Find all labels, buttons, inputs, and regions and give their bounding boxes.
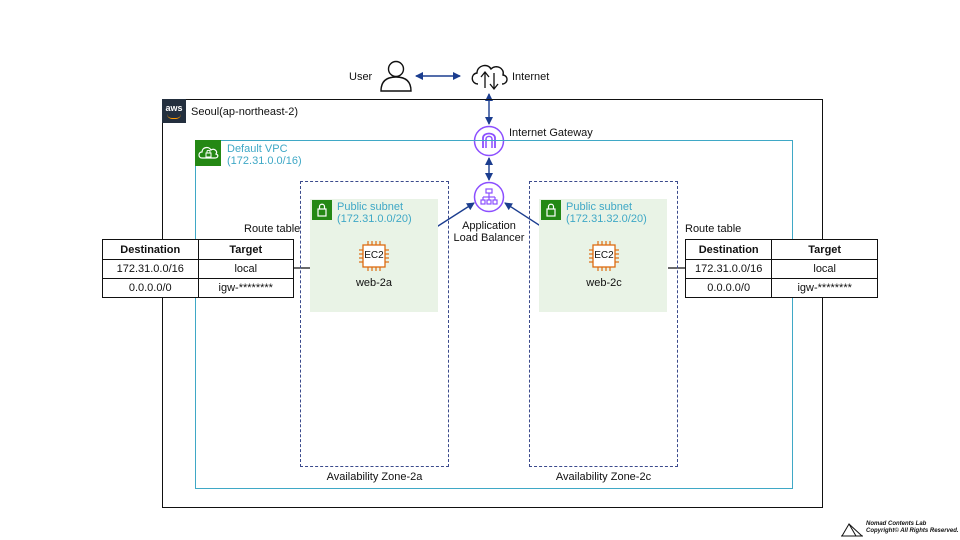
footer-line1: Nomad Contents Lab — [866, 521, 927, 527]
vpc-icon — [195, 140, 221, 166]
route-table-right: Destination Target 172.31.0.0/16 local 0… — [684, 239, 878, 298]
vpc-boundary — [195, 140, 793, 489]
column-header-destination: Destination — [684, 239, 773, 260]
table-row: 172.31.0.0/16 local — [684, 259, 878, 279]
route-destination: 172.31.0.0/16 — [102, 259, 199, 279]
availability-zone-label: Availability Zone-2c — [555, 471, 652, 483]
ec2-chip-icon — [589, 241, 619, 271]
subnet-lock-icon — [541, 200, 561, 220]
column-header-destination: Destination — [102, 239, 199, 260]
ec2-chip-icon — [359, 241, 389, 271]
load-balancer-label-line2: Load Balancer — [453, 232, 525, 244]
footer-credit: Nomad Contents Lab Copyright© All Rights… — [866, 521, 959, 535]
region-boundary — [162, 99, 823, 508]
ec2-label: EC2 — [364, 250, 384, 261]
instance-label-web-2a: web-2a — [355, 277, 393, 289]
table-row: 172.31.0.0/16 local — [102, 259, 294, 279]
footer-line2: Copyright© All Rights Reserved. — [866, 528, 959, 534]
region-label: Seoul(ap-northeast-2) — [191, 106, 299, 118]
route-target: igw-******** — [771, 278, 878, 298]
availability-zone-label: Availability Zone-2a — [326, 471, 423, 483]
subnet-lock-icon — [312, 200, 332, 220]
route-target: local — [197, 259, 294, 279]
load-balancer-icon — [473, 181, 505, 213]
availability-zone-2a — [300, 181, 449, 467]
user-icon — [380, 60, 412, 92]
vpc-cidr: (172.31.0.0/16) — [227, 155, 302, 167]
subnet-name: Public subnet — [566, 201, 633, 213]
column-header-target: Target — [771, 239, 878, 260]
vpc-name: Default VPC — [227, 143, 288, 155]
subnet-cidr: (172.31.0.0/20) — [337, 213, 412, 225]
ec2-label: EC2 — [594, 250, 614, 261]
subnet-name: Public subnet — [337, 201, 404, 213]
route-destination: 0.0.0.0/0 — [684, 278, 773, 298]
aws-logo-icon: aws — [162, 99, 186, 123]
user-label: User — [349, 71, 373, 83]
route-table-title-left: Route table — [244, 223, 301, 235]
table-row: 0.0.0.0/0 igw-******** — [684, 278, 878, 298]
internet-gateway-icon — [473, 125, 505, 157]
instance-label-web-2c: web-2c — [586, 277, 622, 289]
route-table-left: Destination Target 172.31.0.0/16 local 0… — [102, 239, 294, 298]
subnet-cidr: (172.31.32.0/20) — [566, 213, 647, 225]
availability-zone-2c — [529, 181, 678, 467]
internet-gateway-label: Internet Gateway — [509, 127, 593, 139]
internet-label: Internet — [512, 71, 550, 83]
route-target: igw-******** — [197, 278, 294, 298]
route-destination: 0.0.0.0/0 — [102, 278, 199, 298]
route-target: local — [771, 259, 878, 279]
route-destination: 172.31.0.0/16 — [684, 259, 773, 279]
aws-logo-text: aws — [165, 103, 183, 113]
nomad-logo-icon — [841, 523, 863, 537]
internet-cloud-icon — [471, 64, 508, 91]
load-balancer-label-line1: Application — [462, 220, 516, 232]
table-row: 0.0.0.0/0 igw-******** — [102, 278, 294, 298]
route-table-title-right: Route table — [685, 223, 742, 235]
column-header-target: Target — [197, 239, 294, 260]
